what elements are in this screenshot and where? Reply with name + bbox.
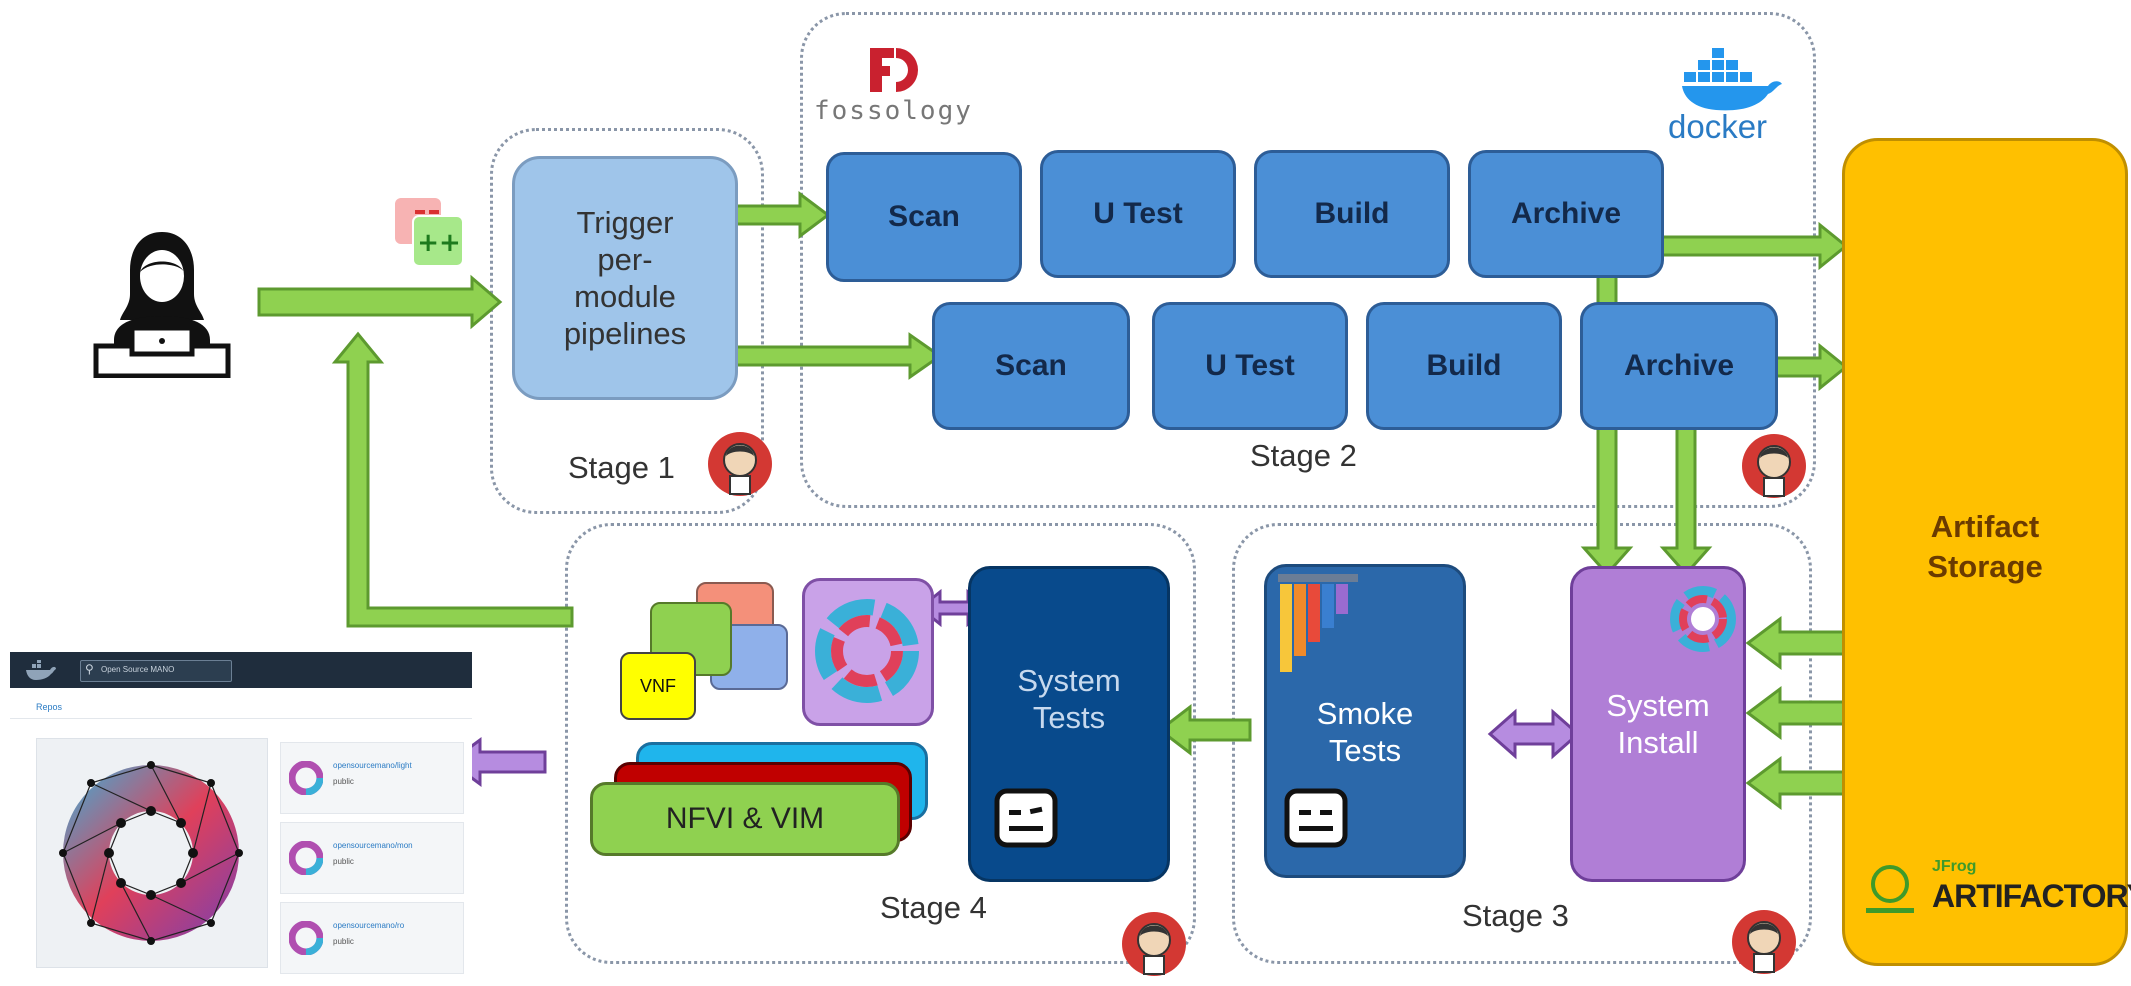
arrow-smoke-install xyxy=(1487,708,1581,760)
jfrog-wordmark: JFrog xyxy=(1932,858,1977,875)
registry-search-input[interactable]: ⚲ Open Source MANO xyxy=(80,660,232,682)
fossology-wordmark: fossology xyxy=(814,96,973,126)
repo-name: opensourcemano/light xyxy=(333,761,412,770)
repo-name: opensourcemano/ro xyxy=(333,921,405,930)
smoke-tests-box[interactable]: Smoke Tests xyxy=(1264,564,1466,878)
system-tests-line-2: Tests xyxy=(1032,700,1106,735)
arrow-feedback-loop xyxy=(331,331,574,628)
docker-wordmark: docker xyxy=(1668,108,1768,145)
osm-logo-icon-install xyxy=(1670,586,1736,652)
pipeline1-archive[interactable]: Archive xyxy=(1468,150,1664,278)
registry-logo-card xyxy=(36,738,268,968)
artifact-storage[interactable]: Artifact Storage xyxy=(1842,138,2128,966)
registry-search-text: Open Source MANO xyxy=(101,665,175,674)
robot-framework-icon-smoke xyxy=(1284,788,1348,848)
pipeline1-utest[interactable]: U Test xyxy=(1040,150,1236,278)
jenkins-icon-stage2 xyxy=(1742,434,1806,498)
system-tests-line-1: System xyxy=(1017,663,1121,698)
repo-osm-icon xyxy=(289,841,323,875)
repo-osm-icon xyxy=(289,761,323,795)
osm-logo-icon xyxy=(815,599,919,703)
robot-framework-icon-systests xyxy=(994,788,1058,848)
registry-docker-icon xyxy=(26,660,56,680)
pipeline1-build[interactable]: Build xyxy=(1254,150,1450,278)
repo-name: opensourcemano/mon xyxy=(333,841,413,850)
pipeline2-utest[interactable]: U Test xyxy=(1152,302,1348,430)
pipeline2-build[interactable]: Build xyxy=(1366,302,1562,430)
jfrog-artifactory-logo: JFrog ARTIFACTORY xyxy=(1862,858,2131,928)
stage-1-label: Stage 1 xyxy=(568,450,675,485)
registry-repo-row[interactable]: opensourcemano/light public xyxy=(280,742,464,814)
docker-logo: docker xyxy=(1660,42,1790,152)
fossology-logo: fossology xyxy=(814,44,990,134)
repo-osm-icon xyxy=(289,921,323,955)
search-icon: ⚲ xyxy=(85,662,94,676)
jenkins-icon-stage4 xyxy=(1122,912,1186,976)
pipeline2-archive[interactable]: Archive xyxy=(1580,302,1778,430)
stage-2-label: Stage 2 xyxy=(1250,438,1357,473)
fossology-mark-icon xyxy=(870,48,918,92)
system-install-box[interactable]: System Install xyxy=(1570,566,1746,882)
artifact-storage-line-1: Artifact xyxy=(1930,509,2040,544)
artifact-storage-line-2: Storage xyxy=(1927,549,2043,584)
artifactory-wordmark: ARTIFACTORY xyxy=(1932,878,2131,914)
arrow-trigger-to-scan-2 xyxy=(723,332,943,380)
stage-3-label: Stage 3 xyxy=(1462,898,1569,933)
jenkins-icon-stage1 xyxy=(708,432,772,496)
vnf-cluster: VNF xyxy=(620,580,788,720)
pipeline1-scan[interactable]: Scan xyxy=(826,152,1022,282)
registry-repo-row[interactable]: opensourcemano/ro public xyxy=(280,902,464,974)
registry-repo-row[interactable]: opensourcemano/mon public xyxy=(280,822,464,894)
arrow-archive2-to-storage xyxy=(1768,342,1849,392)
jenkins-icon-stage3 xyxy=(1732,910,1796,974)
registry-header: ⚲ Open Source MANO xyxy=(10,652,472,688)
registry-tab-repos[interactable]: Repos xyxy=(36,702,63,712)
system-install-line-1: System xyxy=(1606,688,1710,723)
smoke-tests-line-2: Tests xyxy=(1328,733,1402,768)
jfrog-icon xyxy=(1866,865,1914,913)
arrow-user-to-trigger xyxy=(257,274,503,330)
repo-visibility: public xyxy=(333,937,354,946)
svg-text:++: ++ xyxy=(417,228,461,258)
osm-logo-tile xyxy=(802,578,934,726)
repo-visibility: public xyxy=(333,777,354,786)
trigger-line-4: pipelines xyxy=(563,316,687,351)
arrow-archive2-to-install xyxy=(1659,418,1713,577)
user-icon xyxy=(93,232,231,378)
smoke-tests-line-1: Smoke xyxy=(1316,696,1414,731)
system-install-line-2: Install xyxy=(1617,725,1699,760)
docker-whale-icon xyxy=(1682,48,1782,111)
repo-visibility: public xyxy=(333,857,354,866)
trigger-line-3: module xyxy=(574,279,676,314)
arrow-trigger-to-scan-1 xyxy=(723,191,831,239)
diff-icon: ++ xyxy=(395,198,464,267)
registry-tab-underline xyxy=(10,718,472,719)
osm-large-logo-icon xyxy=(59,761,243,945)
registry-panel: ⚲ Open Source MANO Repos xyxy=(10,652,472,982)
stage-4-label: Stage 4 xyxy=(880,890,987,925)
arrow-archive1-to-storage xyxy=(1658,221,1849,271)
nfvi-vim-box: NFVI & VIM xyxy=(590,782,900,856)
trigger-line-2: per- xyxy=(597,242,653,277)
trigger-line-1: Trigger xyxy=(576,205,674,240)
bar-chart-icon xyxy=(1278,574,1358,672)
vnf-tile: VNF xyxy=(620,652,696,720)
trigger-pipelines-box[interactable]: Trigger per- module pipelines xyxy=(512,156,738,400)
arrow-smoke-to-systests xyxy=(1157,703,1252,757)
pipeline2-scan[interactable]: Scan xyxy=(932,302,1130,430)
